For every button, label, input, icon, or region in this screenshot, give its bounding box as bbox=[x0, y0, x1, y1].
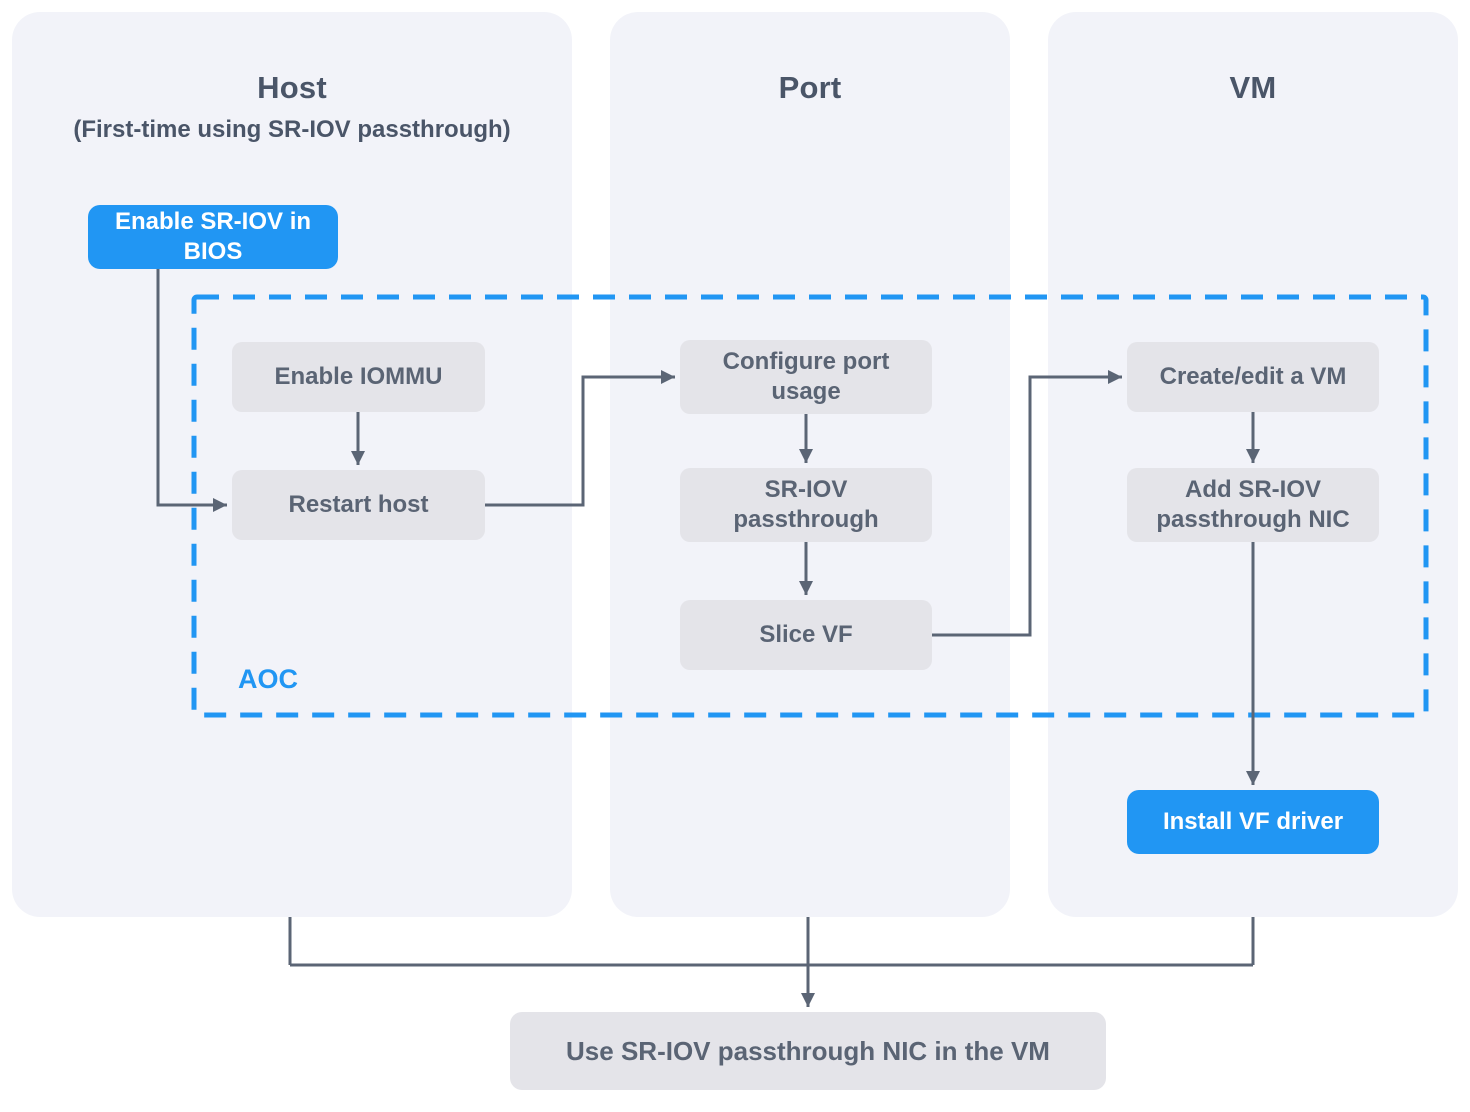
node-enable-sriov-bios: Enable SR-IOV in BIOS bbox=[88, 205, 338, 269]
vm-panel-header: VM bbox=[1048, 12, 1458, 106]
node-create-edit-vm: Create/edit a VM bbox=[1127, 342, 1379, 412]
host-panel: Host (First-time using SR-IOV passthroug… bbox=[12, 12, 572, 917]
node-install-vf-driver: Install VF driver bbox=[1127, 790, 1379, 854]
node-sriov-passthrough: SR-IOV passthrough bbox=[680, 468, 932, 542]
host-panel-header: Host (First-time using SR-IOV passthroug… bbox=[12, 12, 572, 144]
node-configure-port-usage: Configure port usage bbox=[680, 340, 932, 414]
node-slice-vf: Slice VF bbox=[680, 600, 932, 670]
host-panel-subtitle: (First-time using SR-IOV passthrough) bbox=[73, 116, 511, 143]
vm-panel: VM bbox=[1048, 12, 1458, 917]
port-panel-title: Port bbox=[778, 70, 842, 105]
port-panel: Port bbox=[610, 12, 1010, 917]
node-use-sriov-nic-in-vm: Use SR-IOV passthrough NIC in the VM bbox=[510, 1012, 1106, 1090]
vm-panel-title: VM bbox=[1229, 70, 1277, 105]
node-restart-host: Restart host bbox=[232, 470, 485, 540]
node-add-sriov-passthrough-nic: Add SR-IOV passthrough NIC bbox=[1127, 468, 1379, 542]
host-panel-title: Host bbox=[257, 70, 327, 105]
node-enable-iommu: Enable IOMMU bbox=[232, 342, 485, 412]
aoc-label: AOC bbox=[238, 664, 298, 694]
port-panel-header: Port bbox=[610, 12, 1010, 106]
